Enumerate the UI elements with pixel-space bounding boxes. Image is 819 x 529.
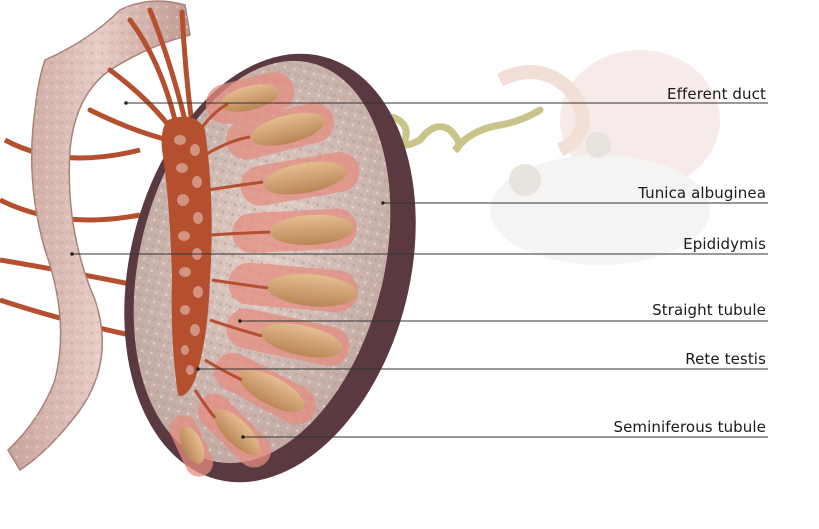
label-rete-testis: Rete testis [685,350,766,368]
label-seminiferous-tubule: Seminiferous tubule [613,418,766,436]
epididymis-shape [0,0,191,472]
label-efferent-duct: Efferent duct [667,85,766,103]
leader-lines [72,102,768,438]
label-straight-tubule: Straight tubule [652,301,766,319]
label-tunica-albuginea: Tunica albuginea [638,184,766,202]
rete-testis-shape [161,116,212,397]
background-structures [490,50,720,265]
lobules-shape [169,71,360,477]
leader-dots [70,101,385,439]
label-epididymis: Epididymis [683,235,766,253]
